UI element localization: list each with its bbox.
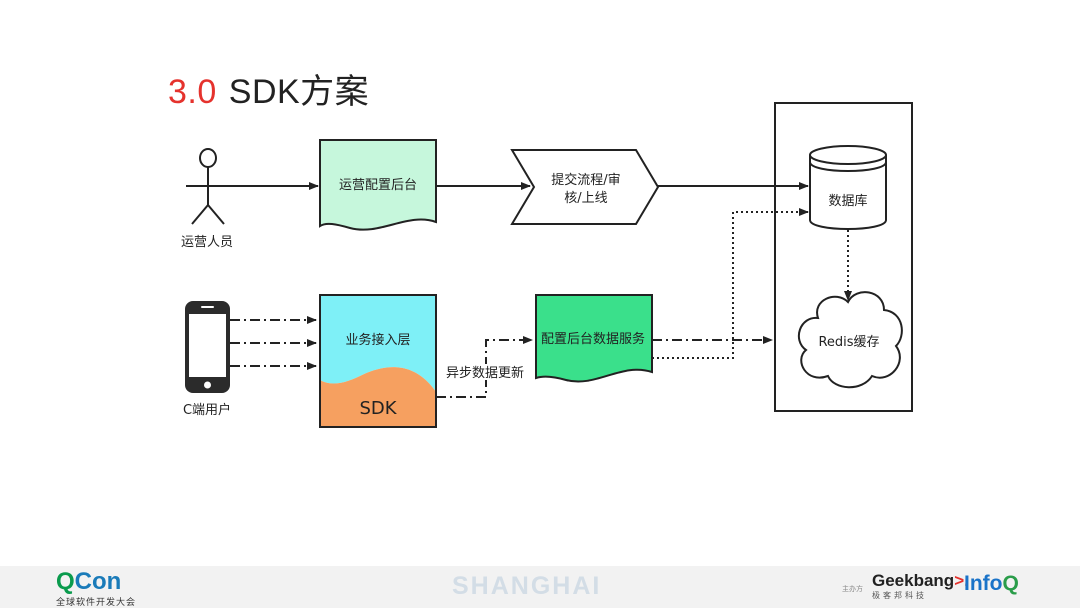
city-label: SHANGHAI <box>452 572 602 600</box>
infoq-logo-q: Q <box>1002 572 1019 595</box>
qcon-logo: QCon 全球软件开发大会 <box>56 570 136 608</box>
geekbang-mark: >. <box>954 571 969 590</box>
database-label: 数据库 <box>828 193 867 209</box>
async-update-label: 异步数据更新 <box>446 365 524 381</box>
infoq-logo: InfoQ <box>964 572 1019 596</box>
infoq-logo-info: Info <box>964 572 1003 595</box>
title-text: SDK方案 <box>228 73 370 111</box>
redis-cache-cloud <box>797 291 903 389</box>
footer-bar <box>0 566 1080 608</box>
qcon-logo-q: Q <box>56 568 75 595</box>
database-cylinder <box>809 145 887 230</box>
config-data-service-box <box>535 294 653 383</box>
title-number: 3.0 <box>168 73 217 111</box>
phone-icon <box>185 301 230 393</box>
sdk-label: SDK <box>359 398 397 419</box>
business-layer-label: 业务接入层 <box>345 332 410 348</box>
async-update-label-bg <box>442 364 528 380</box>
geekbang-logo: Geekbang>. 极客邦科技 <box>872 572 969 601</box>
operator-label: 运营人员 <box>181 235 233 250</box>
submit-review-label-1: 提交流程/审 <box>551 172 620 188</box>
ops-config-backend-label: 运营配置后台 <box>339 178 417 193</box>
host-label: 主办方 <box>842 585 863 593</box>
storage-container <box>774 102 913 412</box>
geekbang-subtitle: 极客邦科技 <box>872 591 927 600</box>
service-to-database-arrow <box>652 208 809 359</box>
business-layer-sdk-box <box>319 294 437 428</box>
c-user-label: C端用户 <box>183 402 231 418</box>
operator-actor-icon <box>186 148 230 225</box>
redis-cache-label: Redis缓存 <box>818 335 879 350</box>
qcon-subtitle: 全球软件开发大会 <box>56 597 137 607</box>
ops-config-backend-box <box>319 139 437 231</box>
architecture-diagram: 运营人员 运营配置后台 提交流程/审 核/上线 数据库 Redis缓存 C端用户 <box>181 102 913 428</box>
async-update-arrow <box>436 336 533 398</box>
config-data-service-label: 配置后台数据服务 <box>541 331 645 347</box>
phone-to-business-arrows <box>230 316 317 370</box>
submit-review-step <box>510 149 660 225</box>
geekbang-name: Geekbang <box>872 571 955 590</box>
slide-title: 3.0 SDK方案 <box>168 64 369 113</box>
submit-review-label-2: 核/上线 <box>564 191 607 206</box>
qcon-logo-text: Con <box>74 568 122 595</box>
